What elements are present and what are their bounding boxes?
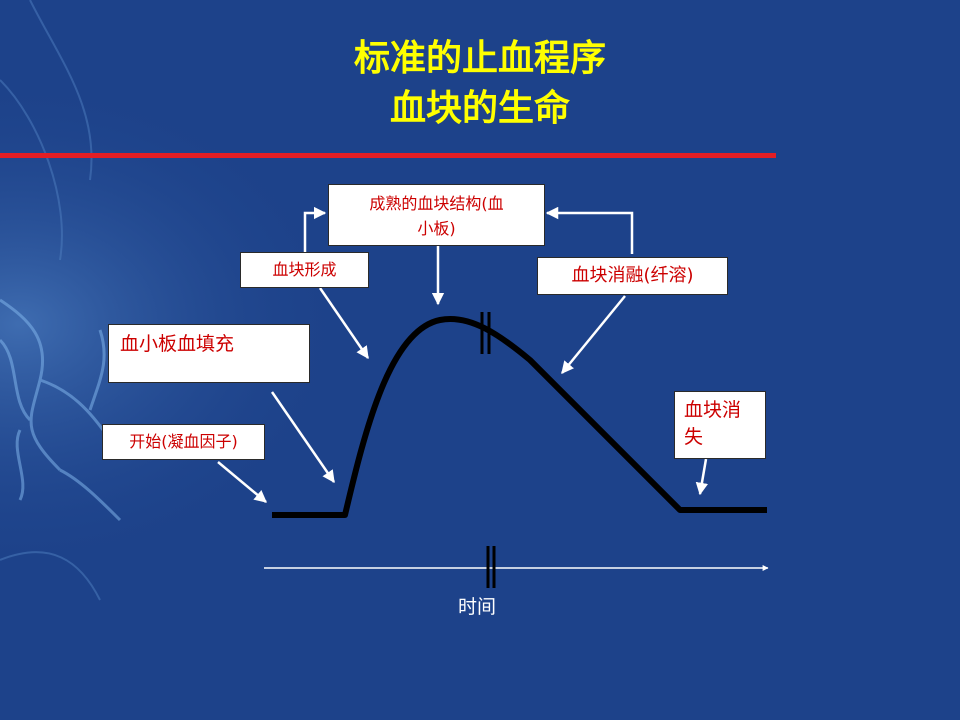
clot-gone-line-1: 血块消 xyxy=(684,399,742,421)
title-line-2: 血块的生命 xyxy=(389,88,570,129)
clot-formation-label: 血块形成 xyxy=(272,260,337,279)
dissolution-to-mature-arrow xyxy=(545,206,634,254)
mature-clot-line-2: 小板) xyxy=(417,219,456,238)
clot-dissolution-label: 血块消融(纤溶) xyxy=(571,265,694,286)
clot-gone-box: 血块消 失 xyxy=(674,391,766,459)
clot-formation-box: 血块形成 xyxy=(240,252,369,288)
time-axis-label: 时间 xyxy=(458,596,497,618)
axis-break-icon xyxy=(486,546,496,588)
start-box: 开始(凝血因子) xyxy=(102,424,265,460)
clot-dissolution-box: 血块消融(纤溶) xyxy=(537,257,728,295)
curve-break-icon xyxy=(480,312,491,354)
title-divider xyxy=(0,153,776,158)
start-arrow xyxy=(217,461,267,503)
formation-arrow xyxy=(318,287,370,360)
mature-clot-box: 成熟的血块结构(血 小板) xyxy=(328,184,545,246)
title-line-1: 标准的止血程序 xyxy=(353,38,606,79)
platelet-fill-label: 血小板血填充 xyxy=(120,333,235,355)
clot-lifecycle-curve xyxy=(272,316,767,518)
platelet-fill-arrow xyxy=(270,391,336,484)
dissolution-arrow xyxy=(561,295,626,374)
slide-title: 标准的止血程序 血块的生命 xyxy=(0,34,960,134)
mature-clot-line-1: 成熟的血块结构(血 xyxy=(369,194,504,213)
clot-gone-line-2: 失 xyxy=(684,426,704,448)
formation-to-mature-arrow xyxy=(303,206,327,252)
platelet-fill-box: 血小板血填充 xyxy=(108,324,310,383)
start-label: 开始(凝血因子) xyxy=(129,432,238,451)
clot-gone-arrow xyxy=(695,458,709,496)
